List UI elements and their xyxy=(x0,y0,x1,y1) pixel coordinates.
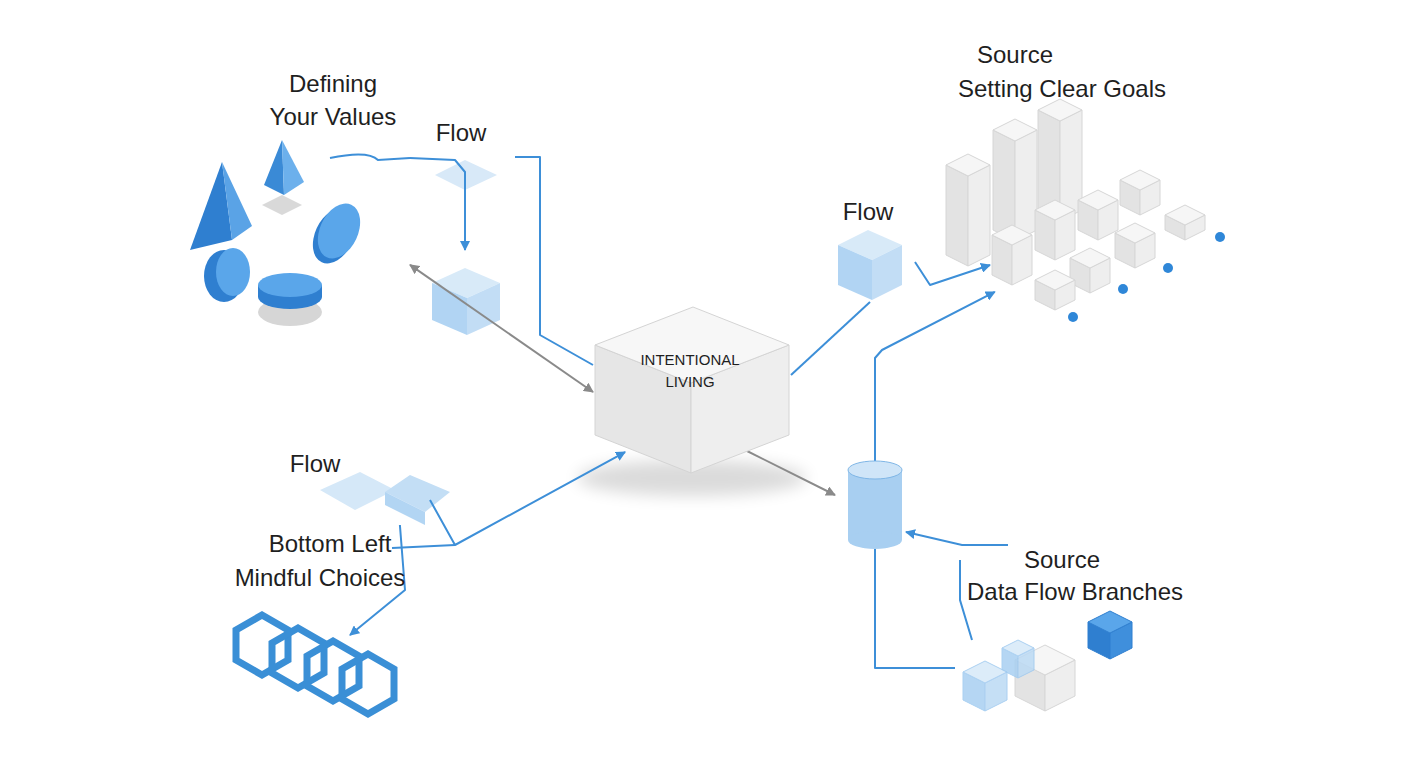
dot xyxy=(1215,232,1225,242)
disc-top xyxy=(258,273,322,297)
cube-face xyxy=(838,245,872,300)
disc xyxy=(310,197,369,266)
group-heading: Source xyxy=(1002,543,1122,576)
leader-line xyxy=(330,154,410,160)
cuboid xyxy=(1120,170,1160,215)
flow-step: Flow xyxy=(825,190,915,302)
cuboid-face xyxy=(1120,170,1160,190)
connector-arrow xyxy=(515,157,593,365)
flow-arrow xyxy=(745,450,835,495)
cuboid xyxy=(1035,200,1075,260)
cuboid-face xyxy=(963,661,1007,683)
group-heading: Source xyxy=(955,38,1075,71)
group-label: Mindful Choices xyxy=(220,561,420,594)
cylinder-top xyxy=(848,461,902,479)
flow-tile xyxy=(385,492,425,525)
cuboid-face xyxy=(946,154,990,176)
database-cylinder xyxy=(848,461,902,549)
cuboid-face xyxy=(1165,205,1205,225)
cuboid-face xyxy=(993,130,1015,241)
hexagon-link xyxy=(236,615,288,675)
flow-step: Flow xyxy=(275,443,455,525)
values-cluster: Defining Your Values xyxy=(180,65,410,340)
cuboid-face xyxy=(1078,190,1118,210)
cuboid-face xyxy=(1035,200,1075,220)
pyramid-shadow xyxy=(262,195,302,215)
pyramid-face xyxy=(222,162,252,240)
cuboid xyxy=(992,225,1032,285)
cube-face xyxy=(595,307,789,383)
cuboid-face xyxy=(992,225,1032,245)
cuboid-face xyxy=(993,119,1037,141)
cuboid-face xyxy=(946,165,968,266)
puck xyxy=(216,248,250,296)
box-label: INTENTIONAL LIVING xyxy=(620,349,760,393)
values-shapes xyxy=(190,140,368,326)
cuboid-face xyxy=(1038,99,1082,121)
hexagon-chain xyxy=(236,615,394,714)
cuboid xyxy=(1115,223,1155,268)
cuboid-face xyxy=(1088,611,1132,633)
pyramid-face xyxy=(282,140,304,195)
branches-cluster: SourceData Flow Branches xyxy=(955,540,1195,710)
dot xyxy=(1163,263,1173,273)
cuboid xyxy=(946,154,990,266)
cylinder-bottom xyxy=(848,531,902,549)
cuboid-face xyxy=(1115,223,1155,243)
goal-dots xyxy=(1068,232,1225,322)
leader-arrow xyxy=(906,532,1008,545)
group-label: Flow xyxy=(828,195,908,228)
cuboid-face xyxy=(1015,130,1037,241)
connector-arrow xyxy=(410,158,465,250)
dot xyxy=(1118,284,1128,294)
cuboid xyxy=(1070,248,1110,293)
choices-cluster: Bottom LeftMindful Choices xyxy=(215,522,415,722)
cuboid-face xyxy=(1070,248,1110,268)
cuboid xyxy=(1035,270,1075,310)
data-cubes xyxy=(963,611,1132,711)
flow-step: Flow xyxy=(418,112,515,342)
group-label: Flow xyxy=(421,116,501,149)
cube-face xyxy=(432,283,467,335)
connector-arrow xyxy=(410,265,593,392)
group-heading: Bottom Left xyxy=(230,527,430,560)
flow-tiles xyxy=(320,472,450,525)
cuboid xyxy=(1078,190,1118,240)
group-label: Setting Clear Goals xyxy=(932,72,1192,105)
goal-bars xyxy=(946,99,1205,310)
group-label: Defining Your Values xyxy=(263,67,403,133)
dot xyxy=(1068,312,1078,322)
pyramid-face xyxy=(264,140,284,195)
hexagon-link xyxy=(272,628,324,688)
connector-arrow xyxy=(915,262,990,285)
cylinder-body xyxy=(848,470,902,540)
cuboid xyxy=(1015,645,1075,711)
cuboid-face xyxy=(968,165,990,266)
group-label: Flow xyxy=(275,447,355,480)
flow-cube xyxy=(432,268,500,335)
flow-tile xyxy=(320,472,395,510)
core-cube: INTENTIONAL LIVING xyxy=(593,305,791,477)
cube-face xyxy=(872,245,902,300)
connector-arrow xyxy=(430,452,625,545)
cuboid-face xyxy=(1002,640,1034,656)
cuboid-face xyxy=(1035,270,1075,290)
cuboid xyxy=(1165,205,1205,240)
connector-arrow xyxy=(791,302,870,375)
hexagon-link xyxy=(307,641,359,701)
hexagon-link xyxy=(342,654,394,714)
cuboid xyxy=(993,119,1037,241)
cuboid xyxy=(1088,611,1132,659)
goals-cluster: SourceSetting Clear Goals xyxy=(925,35,1230,325)
cube-outline xyxy=(593,305,791,477)
group-label: Data Flow Branches xyxy=(955,575,1195,608)
cuboid xyxy=(963,661,1007,711)
flow-cube xyxy=(838,230,902,300)
